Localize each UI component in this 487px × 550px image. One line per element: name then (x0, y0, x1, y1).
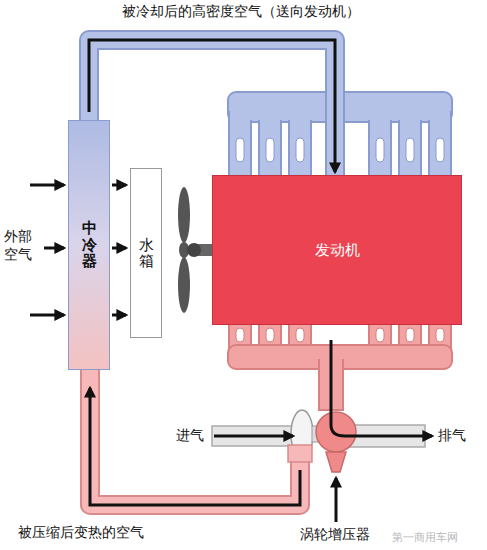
node-text: 中冷器 (82, 220, 97, 270)
flow-arrow (89, 40, 335, 172)
outside-air-label: 外部空气 (4, 228, 34, 263)
engine-box: 发动机 (212, 175, 462, 325)
intercooler-box: 中冷器 (68, 120, 110, 370)
cooling-fan (178, 187, 212, 313)
radiator-box: 水箱 (130, 168, 162, 338)
node-text: 水箱 (139, 237, 154, 270)
cool-air-pipe (89, 40, 335, 175)
exhaust-label: 排气 (438, 427, 466, 445)
hot-air-label: 被压缩后变热的空气 (18, 524, 144, 542)
intake-label: 进气 (176, 427, 204, 445)
turbocharger (212, 340, 432, 522)
pipe-fill (89, 40, 335, 175)
turbo-label: 涡轮增压器 (300, 526, 370, 544)
top-air-label: 被冷却后的高密度空气（送向发动机） (122, 3, 360, 21)
pipe-outline (89, 40, 335, 175)
exhaust-manifold (228, 322, 452, 410)
watermark: 第一商用车网 (392, 530, 458, 545)
node-text: 发动机 (315, 241, 360, 260)
hot-air-pipe (90, 368, 300, 505)
